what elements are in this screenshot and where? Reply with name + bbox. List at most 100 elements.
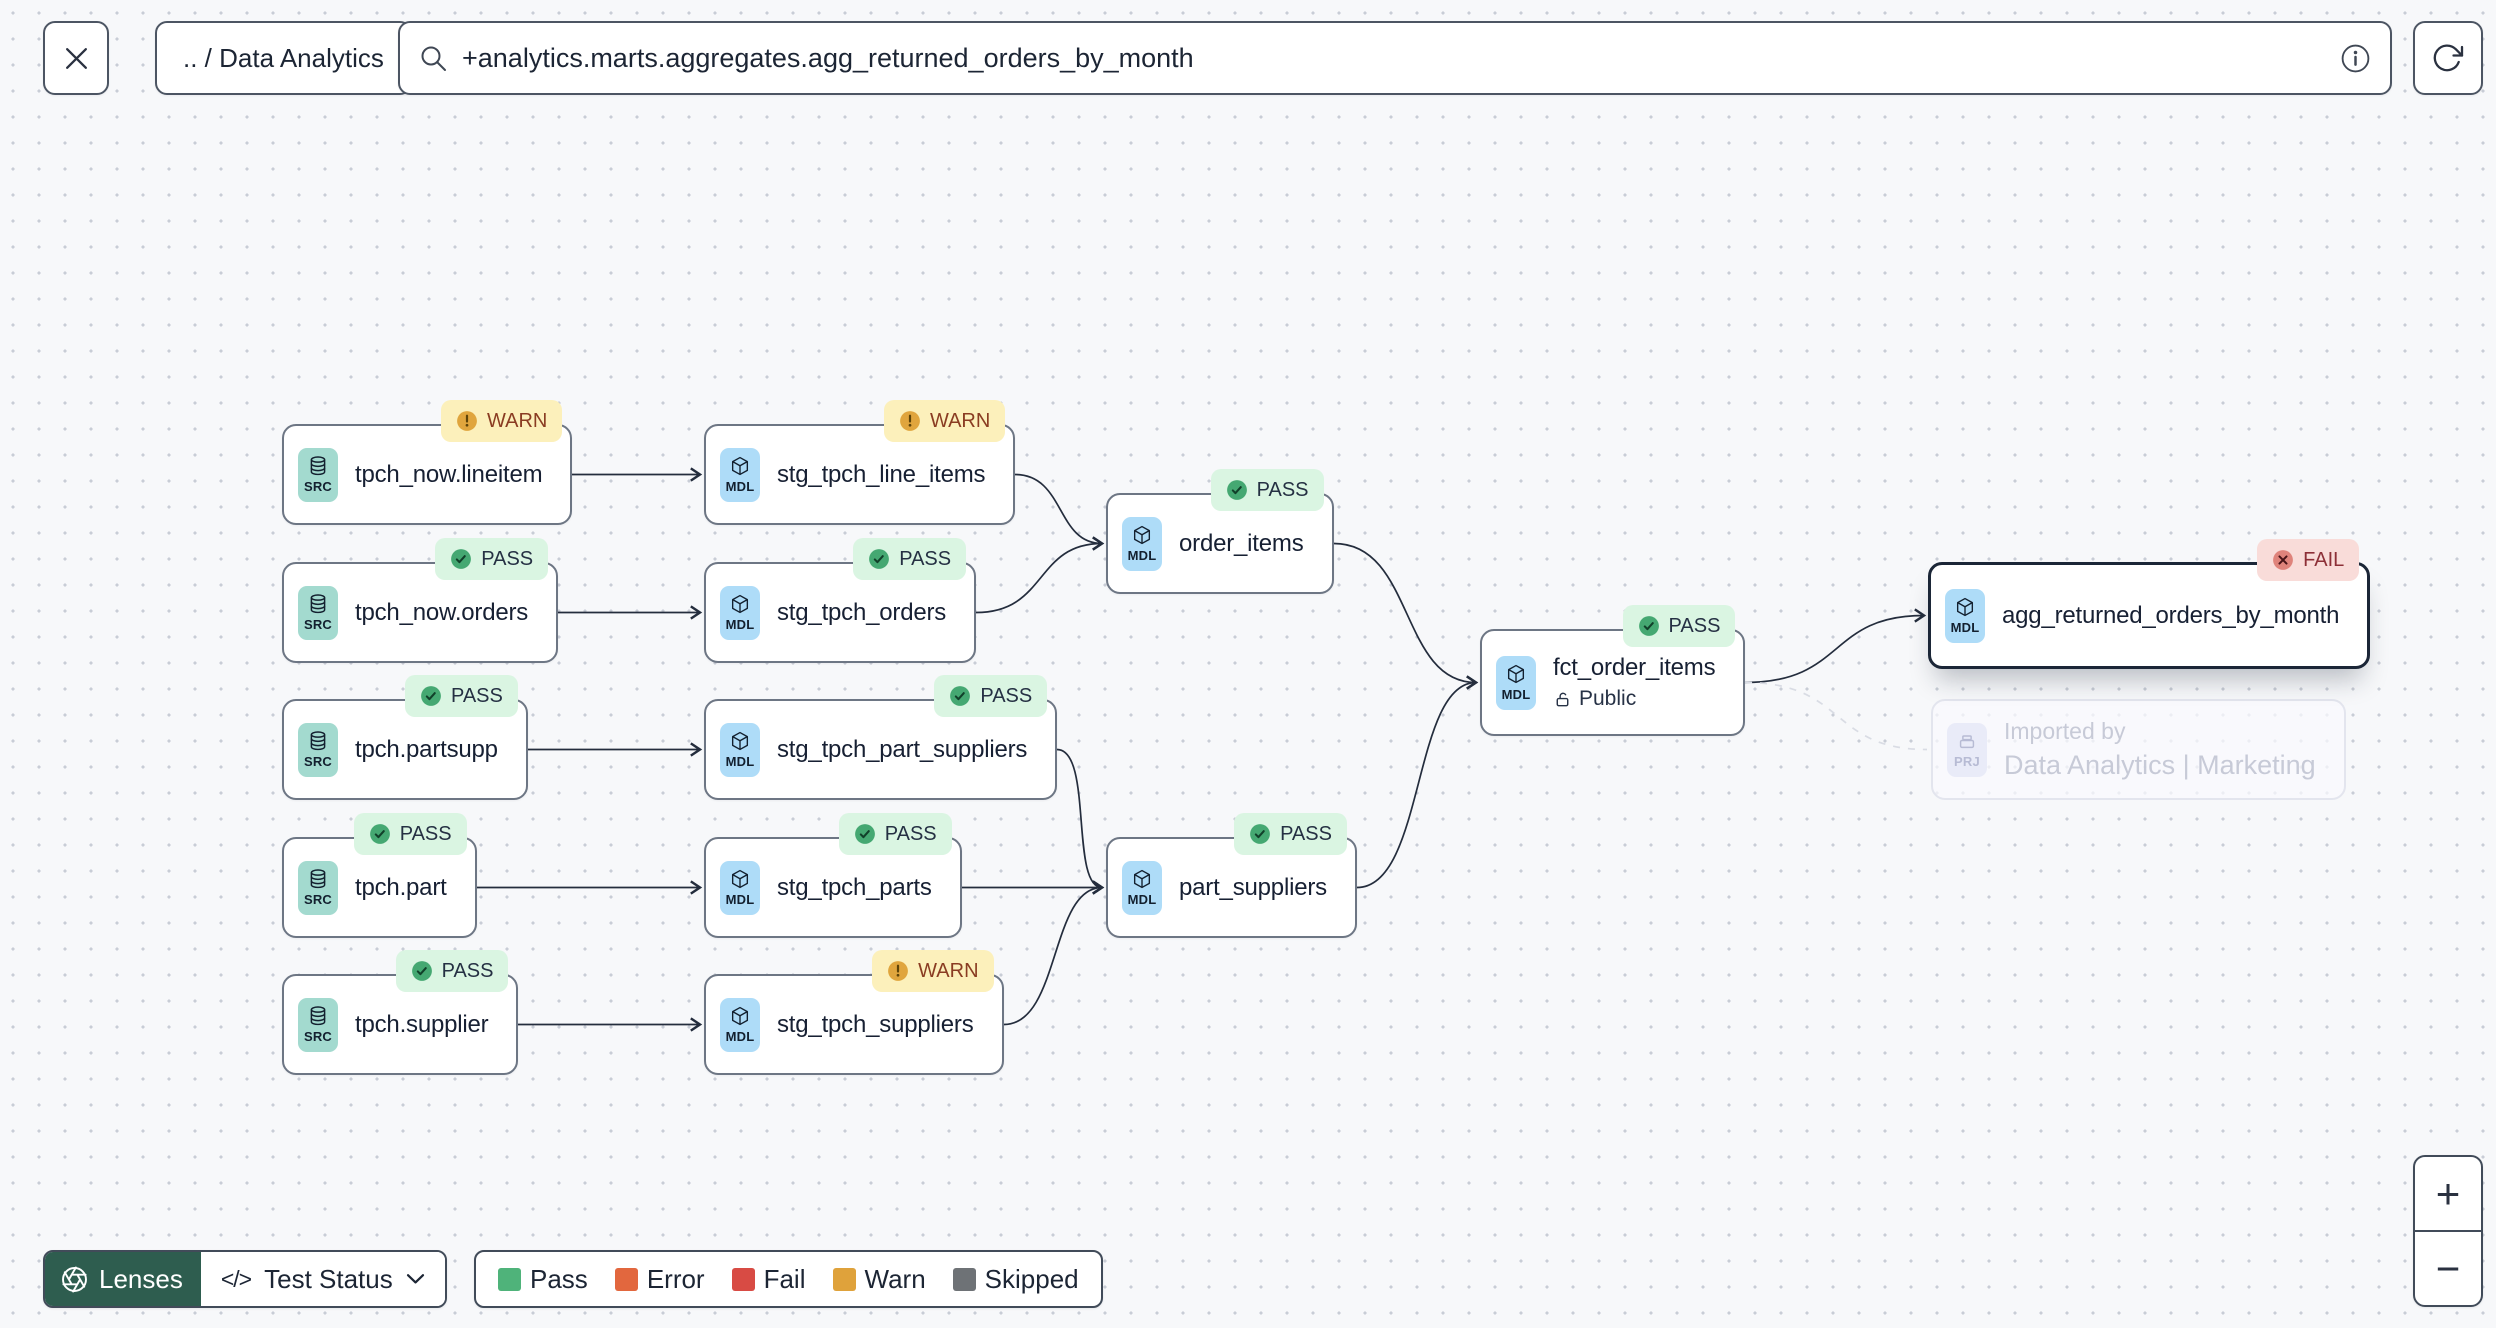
source-tile: SRC: [298, 997, 338, 1052]
project-tile: PRJ: [1947, 722, 1987, 777]
node-fct-order-items[interactable]: PASS MDL fct_order_items Public: [1480, 605, 1746, 736]
status-badge-pass: PASS: [1210, 469, 1324, 511]
check-circle-icon: [1249, 823, 1271, 845]
node-tpch-partsupp[interactable]: PASS SRC tpch.partsupp: [282, 675, 528, 800]
check-circle-icon: [854, 823, 876, 845]
model-tile: MDL: [720, 997, 760, 1052]
legend-swatch-pass: [498, 1267, 521, 1291]
source-tile: SRC: [298, 722, 338, 777]
model-tile: MDL: [720, 860, 760, 915]
legend-swatch-warn: [832, 1267, 856, 1291]
cube-icon: [729, 730, 751, 752]
legend-item-pass: Pass: [498, 1264, 588, 1295]
node-tpch-now-lineitem[interactable]: WARN SRC tpch_now.lineitem: [282, 400, 573, 525]
legend-swatch-skipped: [952, 1267, 976, 1291]
model-tile: MDL: [720, 585, 760, 640]
lens-selected-label: Test Status: [264, 1263, 393, 1294]
zoom-out-button[interactable]: −: [2415, 1230, 2481, 1305]
status-badge-pass: PASS: [934, 675, 1048, 717]
lens-selector-dropdown[interactable]: </> Test Status: [200, 1252, 445, 1306]
lens-control: Lenses </> Test Status: [43, 1250, 447, 1308]
cube-icon: [1954, 596, 1976, 618]
node-label: stg_tpch_line_items: [777, 460, 986, 488]
status-badge-warn: WARN: [883, 400, 1006, 442]
legend-item-skipped: Skipped: [952, 1264, 1079, 1295]
node-stg-tpch-line-items[interactable]: WARN MDL stg_tpch_line_items: [704, 400, 1016, 525]
status-badge-pass: PASS: [1234, 813, 1347, 855]
check-circle-icon: [420, 685, 442, 707]
refresh-button[interactable]: [2413, 21, 2483, 95]
unlock-icon: [1553, 690, 1572, 709]
cube-icon: [729, 868, 751, 890]
search-bar[interactable]: [398, 21, 2392, 95]
close-icon: [65, 47, 87, 69]
database-icon: [307, 1005, 329, 1027]
breadcrumb[interactable]: .. / Data Analytics: [155, 21, 412, 95]
search-icon: [421, 46, 446, 71]
node-label: tpch_now.orders: [355, 598, 529, 626]
node-order-items[interactable]: PASS MDL order_items: [1106, 469, 1334, 594]
check-circle-icon: [369, 823, 391, 845]
model-tile: MDL: [1945, 588, 1985, 643]
close-button[interactable]: [43, 21, 109, 95]
status-badge-pass: PASS: [353, 813, 467, 855]
status-badge-fail: FAIL: [2257, 539, 2360, 581]
cube-icon: [729, 593, 751, 615]
node-agg-returned-orders-by-month[interactable]: FAIL MDL agg_returned_orders_by_month: [1928, 539, 2371, 669]
code-icon: </>: [220, 1265, 252, 1292]
model-tile: MDL: [720, 722, 760, 777]
node-tpch-part[interactable]: PASS SRC tpch.part: [282, 813, 477, 938]
node-tpch-supplier[interactable]: PASS SRC tpch.supplier: [282, 950, 519, 1075]
node-tpch-now-orders[interactable]: PASS SRC tpch_now.orders: [282, 538, 559, 663]
database-icon: [307, 593, 329, 615]
check-circle-icon: [1638, 615, 1660, 637]
zoom-in-button[interactable]: +: [2435, 1169, 2461, 1217]
cube-icon: [729, 455, 751, 477]
status-badge-pass: PASS: [395, 950, 509, 992]
model-tile: MDL: [720, 447, 760, 502]
legend-item-fail: Fail: [731, 1264, 806, 1295]
warning-circle-icon: [887, 960, 909, 982]
zoom-controls: + −: [2413, 1155, 2483, 1307]
model-tile: MDL: [1496, 655, 1536, 710]
legend-item-warn: Warn: [832, 1264, 926, 1295]
chevron-down-icon: [406, 1274, 424, 1284]
cube-icon: [1131, 524, 1153, 546]
node-label: tpch.supplier: [355, 1010, 489, 1038]
aperture-icon: [60, 1265, 89, 1294]
node-stg-tpch-orders[interactable]: PASS MDL stg_tpch_orders: [704, 538, 977, 663]
cube-icon: [729, 1005, 751, 1027]
imported-by-label: Imported by: [2004, 718, 2126, 744]
lenses-button[interactable]: Lenses: [45, 1252, 201, 1306]
status-badge-warn: WARN: [872, 950, 994, 992]
node-part-suppliers[interactable]: PASS MDL part_suppliers: [1106, 813, 1357, 938]
info-icon[interactable]: [2339, 42, 2372, 75]
node-stg-tpch-suppliers[interactable]: WARN MDL stg_tpch_suppliers: [704, 950, 1004, 1075]
status-badge-pass: PASS: [1622, 605, 1736, 647]
node-imported-by-project[interactable]: PRJ Imported by Data Analytics | Marketi…: [1931, 699, 2346, 800]
warning-circle-icon: [899, 410, 921, 432]
model-tile: MDL: [1122, 516, 1162, 571]
node-stg-tpch-part-suppliers[interactable]: PASS MDL stg_tpch_part_suppliers: [704, 675, 1058, 800]
node-label: part_suppliers: [1179, 873, 1327, 901]
source-tile: SRC: [298, 447, 338, 502]
legend-swatch-error: [614, 1267, 638, 1291]
cube-icon: [1505, 663, 1527, 685]
x-circle-icon: [2272, 549, 2294, 571]
node-stg-tpch-parts[interactable]: PASS MDL stg_tpch_parts: [704, 813, 962, 938]
search-input[interactable]: [462, 42, 2339, 74]
database-icon: [307, 730, 329, 752]
status-badge-pass: PASS: [838, 813, 952, 855]
status-legend: Pass Error Fail Warn Skipped: [474, 1250, 1103, 1308]
legend-swatch-fail: [731, 1267, 755, 1291]
node-label: tpch_now.lineitem: [355, 460, 543, 488]
check-circle-icon: [411, 960, 433, 982]
warning-circle-icon: [456, 410, 478, 432]
database-icon: [307, 868, 329, 890]
node-label: order_items: [1179, 529, 1304, 557]
model-tile: MDL: [1122, 860, 1162, 915]
node-label: tpch.part: [355, 873, 447, 901]
